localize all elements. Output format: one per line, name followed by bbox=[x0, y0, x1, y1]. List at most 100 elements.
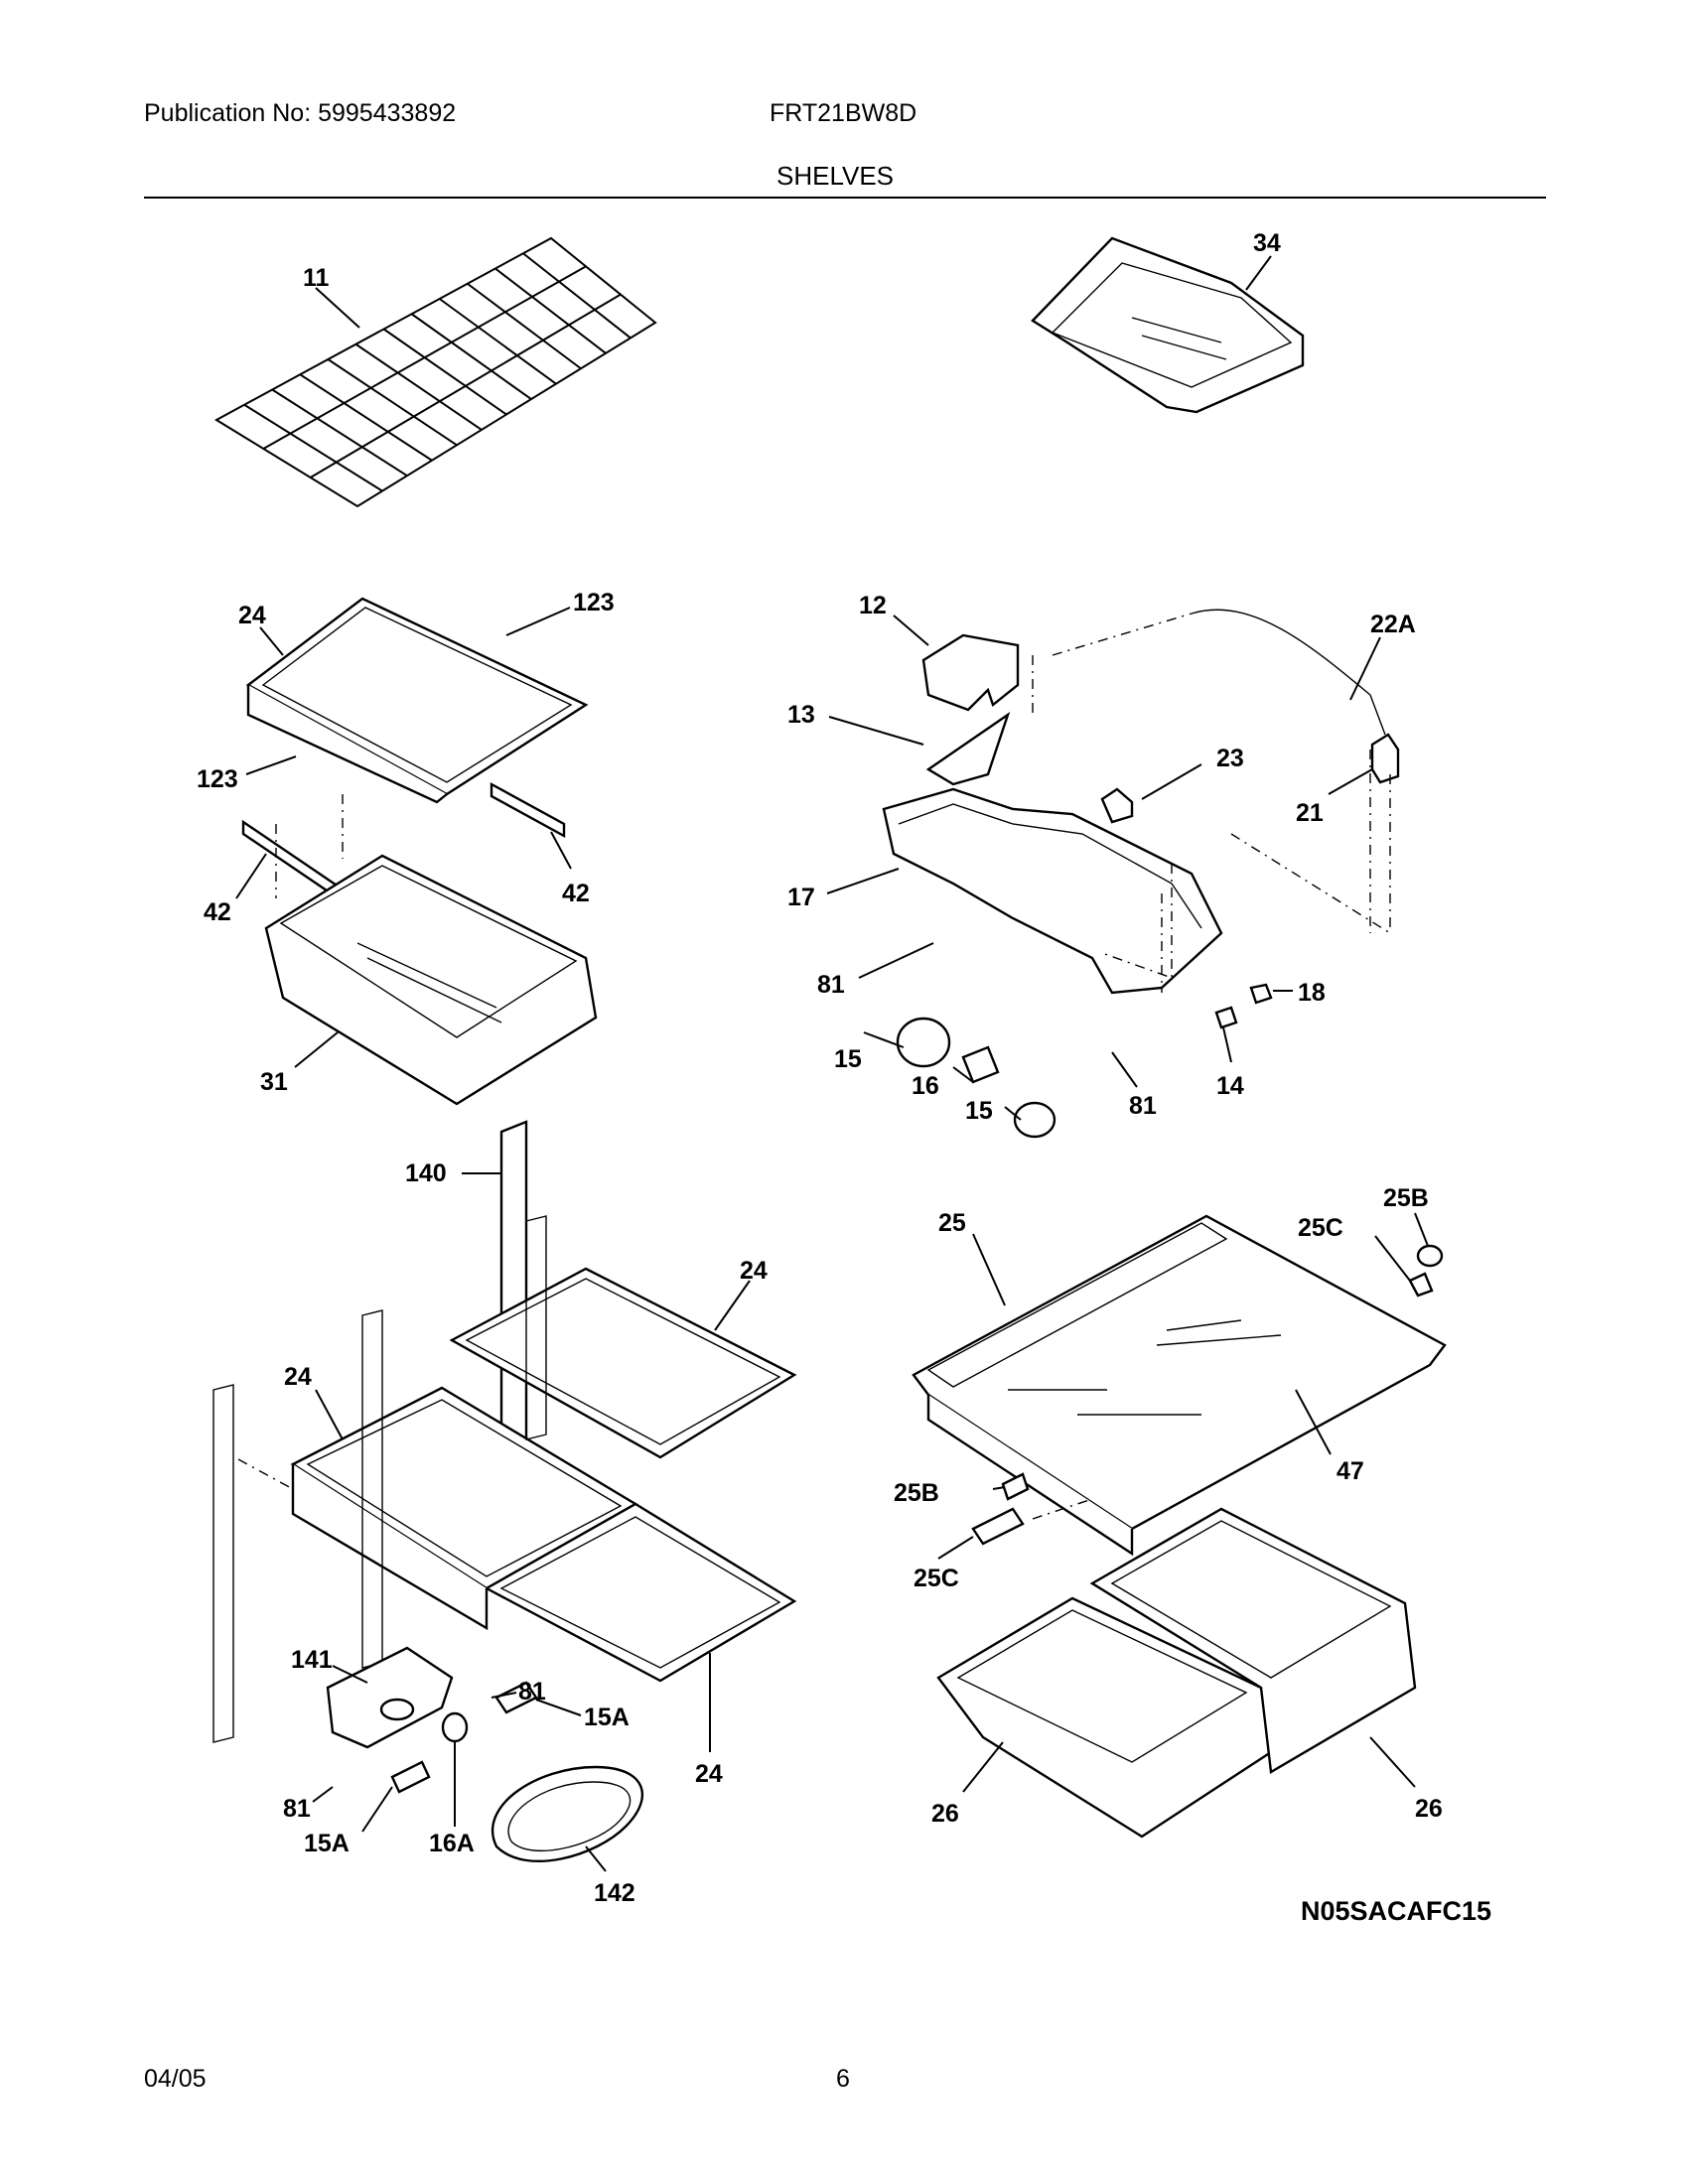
wire-crossbar bbox=[310, 293, 622, 478]
leader-15A-a bbox=[535, 1699, 582, 1716]
crisper-bin-part bbox=[1031, 236, 1305, 414]
publication-number: Publication No: 5995433892 bbox=[144, 99, 457, 127]
callout-16A: 16A bbox=[429, 1830, 475, 1857]
leader-42-b bbox=[550, 831, 572, 870]
callout-15-a: 15 bbox=[834, 1045, 862, 1073]
callout-16: 16 bbox=[912, 1072, 939, 1100]
callout-31: 31 bbox=[260, 1068, 288, 1096]
wire-bar bbox=[271, 388, 408, 478]
callout-25C-b: 25C bbox=[914, 1565, 959, 1592]
wire-bar bbox=[243, 403, 383, 492]
callout-13: 13 bbox=[787, 701, 815, 729]
leader-22A bbox=[1349, 636, 1381, 701]
leader-26-a bbox=[962, 1741, 1004, 1793]
wire-bar bbox=[327, 358, 458, 447]
callout-14: 14 bbox=[1216, 1072, 1244, 1100]
callout-123-a: 123 bbox=[573, 589, 615, 616]
footer-date: 04/05 bbox=[144, 2065, 207, 2093]
light-assembly bbox=[882, 609, 1400, 1139]
callout-141: 141 bbox=[291, 1646, 333, 1674]
callout-24-a: 24 bbox=[238, 602, 266, 629]
leader-81-a bbox=[858, 942, 934, 979]
callout-22A: 22A bbox=[1370, 611, 1416, 638]
leader-142 bbox=[585, 1845, 607, 1872]
leader-15-a bbox=[863, 1031, 905, 1048]
callout-81-d: 81 bbox=[283, 1795, 311, 1823]
model-number: FRT21BW8D bbox=[770, 99, 917, 127]
callout-23: 23 bbox=[1216, 745, 1244, 772]
callout-25B-a: 25B bbox=[1383, 1184, 1429, 1212]
callout-15-b: 15 bbox=[965, 1097, 993, 1125]
wire-shelf-part bbox=[214, 236, 657, 508]
callout-24-d: 24 bbox=[695, 1760, 723, 1788]
callout-142: 142 bbox=[594, 1879, 635, 1907]
leader-23 bbox=[1141, 763, 1202, 800]
callout-15A-a: 15A bbox=[584, 1704, 630, 1731]
callout-21: 21 bbox=[1296, 799, 1324, 827]
leader-25B-a bbox=[1414, 1212, 1429, 1247]
leader-25C-b bbox=[937, 1536, 974, 1560]
wire-bar bbox=[382, 328, 507, 416]
callout-25C-a: 25C bbox=[1298, 1214, 1343, 1242]
wire-bar bbox=[299, 373, 433, 462]
leader-31 bbox=[294, 1031, 339, 1068]
wire-crossbar bbox=[262, 265, 587, 450]
page-number: 6 bbox=[836, 2065, 850, 2093]
callout-34: 34 bbox=[1253, 229, 1281, 257]
callout-140: 140 bbox=[405, 1160, 447, 1187]
callout-25B-b: 25B bbox=[894, 1479, 939, 1507]
callout-25: 25 bbox=[938, 1209, 966, 1237]
leader-24-b bbox=[714, 1280, 751, 1331]
leader-16 bbox=[952, 1066, 974, 1083]
callout-17: 17 bbox=[787, 884, 815, 911]
leader-25B-b bbox=[992, 1486, 1006, 1490]
wire-bar bbox=[494, 267, 607, 354]
leader-12 bbox=[893, 614, 929, 646]
leader-81-c bbox=[491, 1692, 517, 1699]
leader-141 bbox=[332, 1665, 368, 1684]
wire-bar bbox=[411, 313, 532, 400]
leader-13 bbox=[828, 716, 924, 746]
leader-11 bbox=[315, 287, 360, 329]
callout-81-a: 81 bbox=[817, 971, 845, 999]
callout-26-b: 26 bbox=[1415, 1795, 1443, 1823]
leader-24-a bbox=[259, 626, 284, 656]
callout-42-a: 42 bbox=[204, 898, 231, 926]
callout-24-b: 24 bbox=[740, 1257, 768, 1285]
header-rule bbox=[144, 197, 1546, 199]
callout-24-c: 24 bbox=[284, 1363, 312, 1391]
crisper-cover-assembly bbox=[912, 1214, 1447, 1839]
leader-81-b bbox=[1111, 1051, 1138, 1088]
glass-shelf-assembly bbox=[241, 597, 598, 1106]
callout-15A-b: 15A bbox=[304, 1830, 350, 1857]
leader-21 bbox=[1328, 768, 1373, 795]
callout-47: 47 bbox=[1336, 1457, 1364, 1485]
leader-34 bbox=[1245, 255, 1272, 291]
leader-25 bbox=[972, 1233, 1006, 1306]
drawing-code: N05SACAFC15 bbox=[1301, 1896, 1492, 1926]
callout-81-b: 81 bbox=[1129, 1092, 1157, 1120]
leader-123-a bbox=[505, 607, 571, 636]
leader-25C-a bbox=[1374, 1235, 1411, 1282]
wire-bar bbox=[467, 282, 582, 370]
callout-123-b: 123 bbox=[197, 765, 238, 793]
leader-47 bbox=[1295, 1389, 1332, 1455]
leader-24-c bbox=[315, 1389, 344, 1440]
wire-bar bbox=[439, 298, 557, 385]
leader-17 bbox=[826, 868, 900, 894]
leader-42-a bbox=[235, 853, 267, 899]
leader-26-b bbox=[1369, 1736, 1416, 1788]
leader-15A-b bbox=[361, 1786, 393, 1833]
leader-123-b bbox=[245, 755, 297, 775]
callout-42-b: 42 bbox=[562, 880, 590, 907]
section-title: SHELVES bbox=[776, 161, 895, 191]
leader-81-d bbox=[312, 1786, 334, 1803]
wire-bar bbox=[522, 252, 632, 340]
leader-14 bbox=[1222, 1026, 1232, 1063]
callout-12: 12 bbox=[859, 592, 887, 619]
wire-bar bbox=[354, 342, 483, 431]
callout-11: 11 bbox=[303, 264, 330, 292]
leader-15-b bbox=[1004, 1106, 1022, 1121]
fresh-food-shelves bbox=[212, 1120, 797, 1862]
